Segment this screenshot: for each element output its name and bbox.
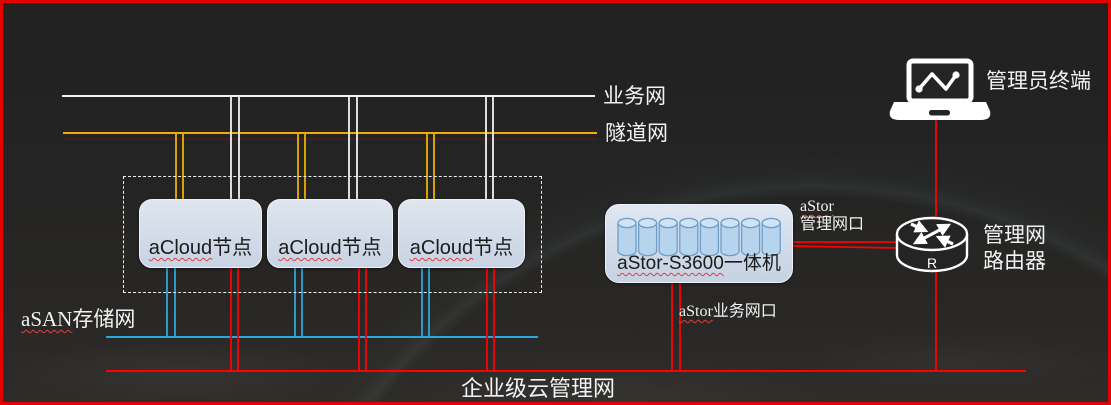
disk-cylinder-top bbox=[740, 217, 761, 229]
astor-appliance-label: aStor-S3600一体机 bbox=[617, 253, 781, 274]
tunnel-network-label: 隧道网 bbox=[605, 121, 668, 145]
disk-cylinder-icon bbox=[720, 223, 740, 257]
disk-cylinder-top bbox=[761, 217, 781, 229]
astor-mgmt-port-label: aStor 管理网口 bbox=[800, 198, 865, 234]
node1-uplinks bbox=[166, 96, 240, 371]
disk-cylinder-icon bbox=[658, 223, 678, 257]
astor-business-port-label: aStor业务网口 bbox=[679, 303, 777, 320]
disk-cylinder-top bbox=[699, 217, 720, 229]
acloud-node-3-label: aCloud节点 bbox=[409, 237, 514, 259]
acloud-node-2: aCloud节点 bbox=[267, 199, 393, 268]
disk-cylinder-icon bbox=[740, 223, 761, 257]
admin-terminal-label: 管理员终端 bbox=[986, 69, 1091, 93]
disk-cylinder-icon bbox=[699, 223, 720, 257]
disk-cylinder-icon bbox=[617, 223, 637, 257]
network-lines-layer: R bbox=[62, 58, 1026, 372]
disk-array-icon bbox=[617, 217, 781, 257]
router-icon: R bbox=[895, 216, 969, 273]
acloud-node-1-label: aCloud节点 bbox=[148, 237, 253, 259]
router-letter: R bbox=[927, 255, 937, 271]
disk-cylinder-icon bbox=[679, 223, 699, 257]
disk-cylinder-icon bbox=[637, 223, 658, 257]
disk-cylinder-top bbox=[637, 217, 658, 229]
disk-cylinder-top bbox=[720, 217, 740, 229]
laptop-icon bbox=[889, 58, 991, 120]
mgmt-router-label: 管理网 路由器 bbox=[983, 223, 1046, 274]
disk-cylinder-top bbox=[679, 217, 699, 229]
acloud-node-1: aCloud节点 bbox=[139, 199, 262, 268]
astor-mgmt-links bbox=[789, 241, 899, 249]
acloud-node-3: aCloud节点 bbox=[398, 199, 525, 268]
business-network-label: 业务网 bbox=[603, 84, 666, 108]
disk-cylinder-icon bbox=[761, 223, 781, 257]
disk-cylinder-top bbox=[617, 217, 637, 229]
acloud-cluster-boundary bbox=[123, 176, 542, 293]
node3-uplinks bbox=[421, 96, 495, 371]
acloud-node-2-label: aCloud节点 bbox=[278, 237, 382, 259]
node2-uplinks bbox=[294, 96, 367, 371]
cloud-mgmt-network-label: 企业级云管理网 bbox=[461, 376, 616, 401]
astor-appliance: aStor-S3600一体机 bbox=[605, 204, 793, 283]
astor-business-links bbox=[671, 281, 681, 371]
disk-cylinder-top bbox=[658, 217, 678, 229]
storage-network-label: aSAN存储网 bbox=[21, 307, 136, 331]
